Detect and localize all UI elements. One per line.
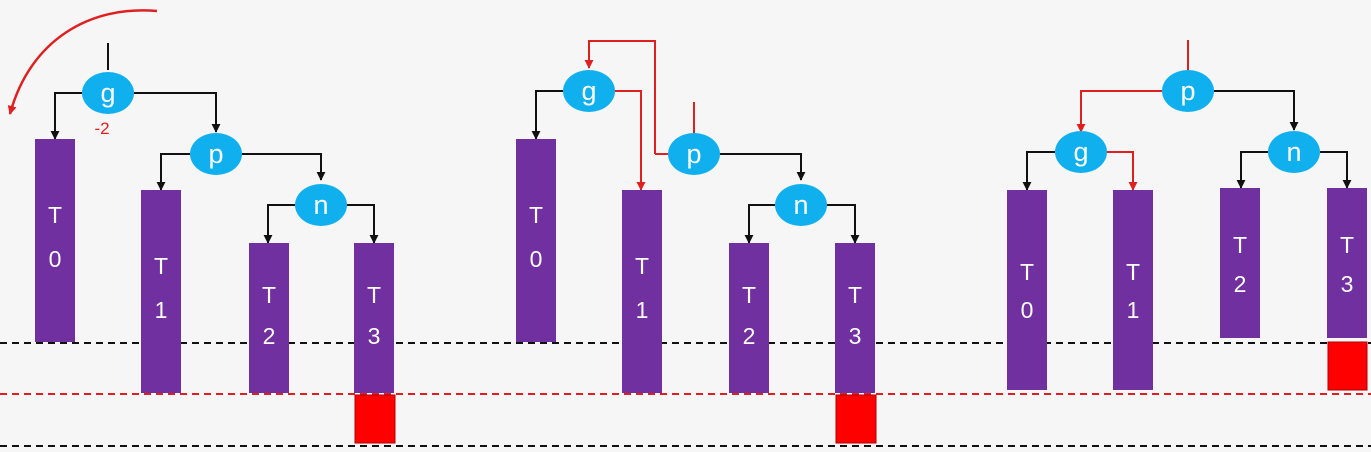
node-n: n xyxy=(775,184,827,226)
subtree-digit: 2 xyxy=(263,323,276,349)
node-label: n xyxy=(793,190,808,220)
subtree-T2: T 2 xyxy=(1220,188,1260,338)
panel-after: T 0 T 1 T 2 T 3 p g n xyxy=(1007,40,1368,391)
edge-p-n xyxy=(1214,90,1299,131)
edge-p-n xyxy=(720,153,806,181)
subtree-letter: T xyxy=(1020,259,1034,285)
node-g: g xyxy=(82,72,134,114)
red-edge-g-T1 xyxy=(615,90,646,191)
subtree-letter: T xyxy=(1233,232,1247,258)
node-n: n xyxy=(295,184,347,226)
edge-n-T3 xyxy=(1320,151,1352,189)
subtree-digit: 3 xyxy=(849,323,862,349)
subtree-letter: T xyxy=(635,253,649,279)
edge-n-T3 xyxy=(347,204,379,244)
subtree-digit: 0 xyxy=(49,246,62,272)
node-g: g xyxy=(563,70,615,112)
red-link-new-parent-to-g xyxy=(584,40,656,154)
panel-during: T 0 T 1 T 2 T 3 g p n xyxy=(516,40,877,444)
subtree-letter: T xyxy=(1126,259,1140,285)
edge-n-T2 xyxy=(263,204,295,244)
red-edge-p-g xyxy=(1076,90,1162,133)
subtree-T0: T 0 xyxy=(35,139,75,342)
node-p: p xyxy=(190,133,242,175)
subtree-T3: T 3 xyxy=(1327,188,1367,338)
node-label: p xyxy=(686,139,701,169)
subtree-letter: T xyxy=(1340,232,1354,258)
subtree-T3: T 3 xyxy=(835,243,875,393)
subtree-T2: T 2 xyxy=(249,243,289,393)
node-n: n xyxy=(1268,131,1320,173)
subtree-letter: T xyxy=(529,202,543,228)
subtree-letter: T xyxy=(848,282,862,308)
edge-p-n xyxy=(242,153,326,181)
subtree-letter: T xyxy=(154,253,168,279)
subtree-digit: 1 xyxy=(636,297,649,323)
edge-n-T2 xyxy=(1236,151,1268,189)
subtree-T1: T 1 xyxy=(1113,190,1153,390)
edge-n-T3 xyxy=(827,204,860,244)
edge-p-T1 xyxy=(156,153,190,191)
inserted-block xyxy=(835,394,877,444)
subtree-letter: T xyxy=(48,202,62,228)
subtree-T0: T 0 xyxy=(516,139,556,342)
node-label: n xyxy=(1286,137,1301,167)
node-label: n xyxy=(313,190,328,220)
node-g: g xyxy=(1055,131,1107,173)
subtree-letter: T xyxy=(367,282,381,308)
panel-before: T 0 T 1 T 2 T 3 g -2 p n xyxy=(7,9,396,444)
subtree-digit: 0 xyxy=(530,246,543,272)
edge-g-T0 xyxy=(531,90,563,140)
subtree-letter: T xyxy=(742,282,756,308)
subtree-T1: T 1 xyxy=(141,190,181,393)
edge-g-T0 xyxy=(50,92,82,140)
rotation-arrow xyxy=(7,9,158,115)
subtree-digit: 2 xyxy=(743,323,756,349)
inserted-block xyxy=(1327,341,1368,391)
node-label: g xyxy=(1073,137,1088,167)
subtree-T2: T 2 xyxy=(729,243,769,393)
edge-n-T2 xyxy=(744,204,775,244)
subtree-digit: 0 xyxy=(1021,297,1034,323)
subtree-T3: T 3 xyxy=(354,243,394,393)
subtree-digit: 3 xyxy=(1341,271,1354,297)
edge-g-T0 xyxy=(1022,151,1055,191)
node-p: p xyxy=(1162,70,1214,112)
subtree-digit: 2 xyxy=(1234,271,1247,297)
subtree-digit: 1 xyxy=(1127,297,1140,323)
subtree-T0: T 0 xyxy=(1007,190,1047,390)
node-label: g xyxy=(100,78,115,108)
red-edge-g-T1 xyxy=(1107,151,1138,191)
subtree-digit: 3 xyxy=(368,323,381,349)
node-label: p xyxy=(1180,76,1195,106)
edge-g-p xyxy=(134,92,221,133)
balance-factor-label: -2 xyxy=(94,119,109,138)
node-label: g xyxy=(581,76,596,106)
node-label: p xyxy=(208,139,223,169)
subtree-letter: T xyxy=(262,282,276,308)
node-p: p xyxy=(668,133,720,175)
subtree-digit: 1 xyxy=(155,297,168,323)
subtree-T1: T 1 xyxy=(622,190,662,393)
inserted-block xyxy=(354,394,396,444)
